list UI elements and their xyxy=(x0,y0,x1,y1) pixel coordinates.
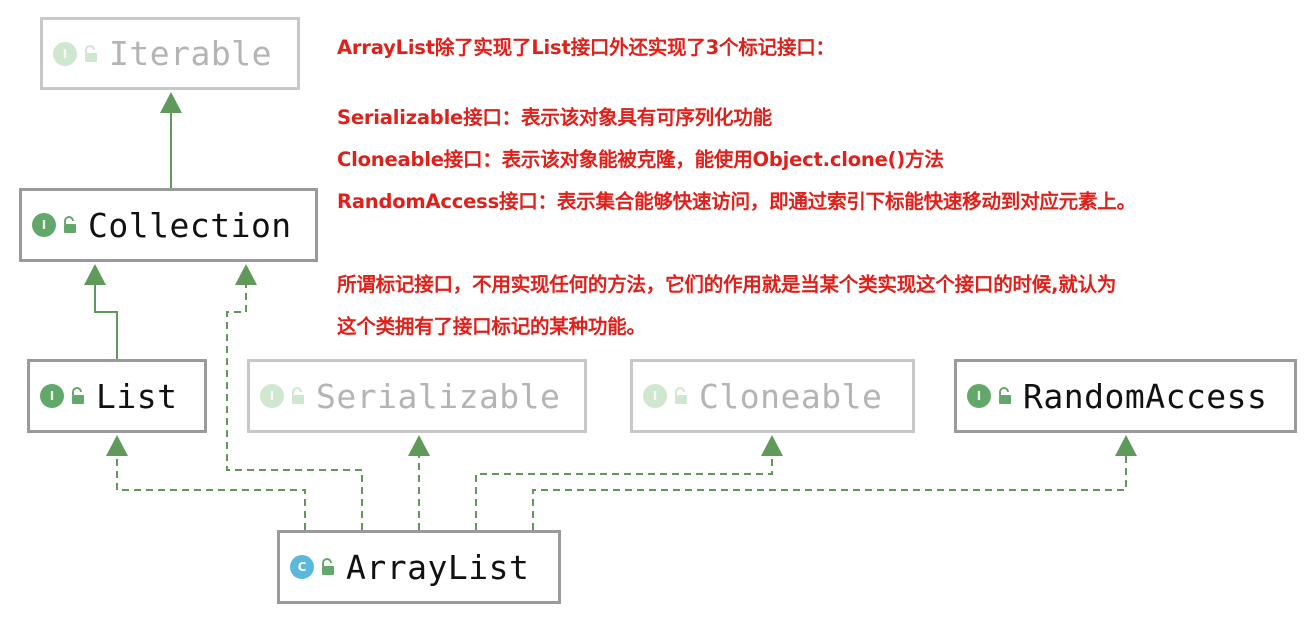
node-label: RandomAccess xyxy=(1023,376,1268,416)
interface-icon: I xyxy=(32,213,56,237)
unlock-icon xyxy=(292,387,304,404)
node-label: Iterable xyxy=(109,34,272,73)
node-label: ArrayList xyxy=(346,547,530,587)
note-marker-definition-cont: 这个类拥有了接口标记的某种功能。 xyxy=(337,315,646,338)
arrowhead xyxy=(408,435,430,456)
unlock-icon xyxy=(322,558,334,575)
unlock-icon xyxy=(675,387,687,404)
interface-icon: I xyxy=(260,384,284,408)
node-label: Cloneable xyxy=(699,376,883,416)
cloneable-node[interactable]: I Cloneable xyxy=(630,359,915,433)
arrowhead xyxy=(235,264,257,285)
node-label: Collection xyxy=(88,205,292,245)
edge-arraylist-to-cloneable xyxy=(475,435,783,530)
edge-collection-to-iterable xyxy=(160,92,182,188)
list-node[interactable]: I List xyxy=(27,359,207,433)
arrowhead xyxy=(106,435,128,456)
edge-arraylist-to-collection xyxy=(226,264,363,530)
unlock-icon xyxy=(85,44,97,62)
arrowhead xyxy=(761,435,783,456)
edge-arraylist-to-random_access xyxy=(532,435,1137,530)
random-access-node[interactable]: I RandomAccess xyxy=(954,359,1297,433)
note-marker-definition: 所谓标记接口，不用实现任何的方法，它们的作用就是当某个类实现这个接口的时候,就认… xyxy=(337,273,1117,296)
arraylist-node[interactable]: C ArrayList xyxy=(277,530,561,604)
edge-layer xyxy=(84,92,1137,530)
unlock-icon xyxy=(999,387,1011,404)
note-intro: ArrayList除了实现了List接口外还实现了3个标记接口： xyxy=(337,36,835,59)
node-label: Serializable xyxy=(316,376,561,416)
node-label: List xyxy=(96,376,178,416)
interface-icon: I xyxy=(53,41,77,66)
note-random-access: RandomAccess接口：表示集合能够快速访问，即通过索引下标能快速移动到对… xyxy=(337,190,1136,213)
class-icon: C xyxy=(290,555,314,579)
unlock-icon xyxy=(64,216,76,233)
arrowhead xyxy=(160,92,182,113)
iterable-node[interactable]: I Iterable xyxy=(40,17,300,90)
interface-icon: I xyxy=(40,384,64,408)
arrowhead xyxy=(84,264,106,285)
arrowhead xyxy=(1115,435,1137,456)
interface-icon: I xyxy=(967,384,991,408)
collection-node[interactable]: I Collection xyxy=(19,188,318,262)
serializable-node[interactable]: I Serializable xyxy=(247,359,587,433)
edge-arraylist-to-list xyxy=(106,435,306,530)
unlock-icon xyxy=(72,387,84,404)
interface-icon: I xyxy=(643,384,667,408)
edge-arraylist-to-serializable xyxy=(408,435,430,530)
note-cloneable: Cloneable接口：表示该对象能被克隆，能使用Object.clone()方… xyxy=(337,148,944,171)
note-serializable: Serializable接口：表示该对象具有可序列化功能 xyxy=(337,106,772,129)
edge-list-to-collection xyxy=(84,264,118,359)
